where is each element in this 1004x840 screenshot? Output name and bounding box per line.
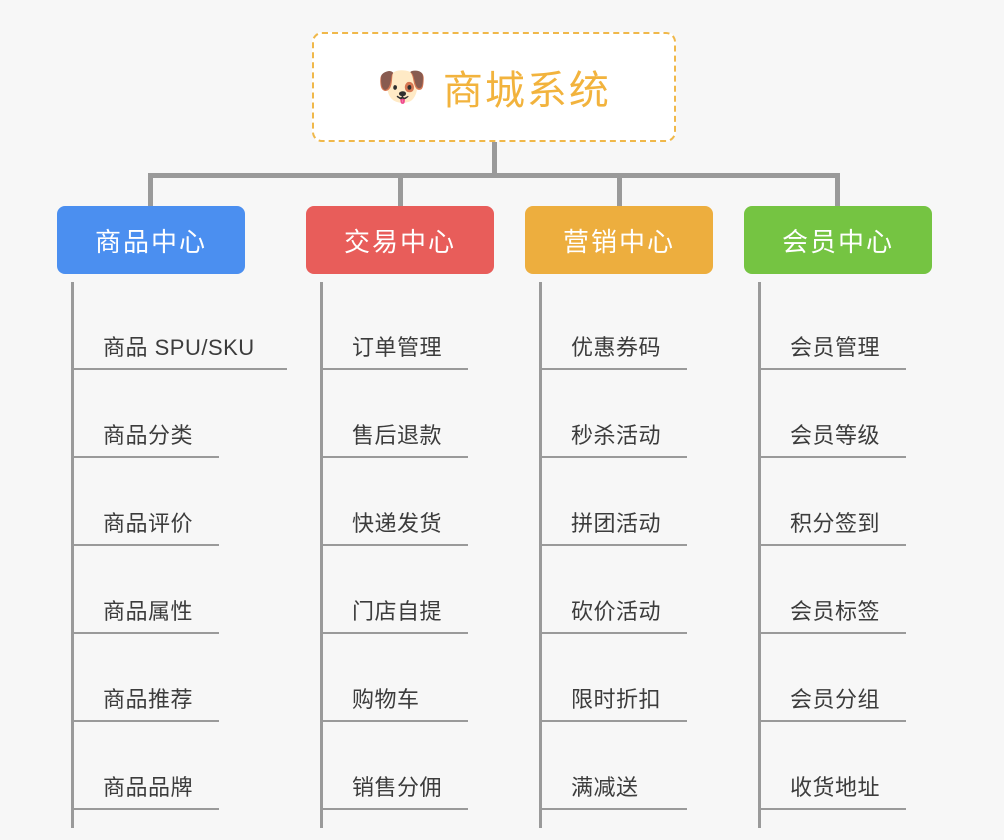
- leaf-label: 购物车: [352, 687, 420, 712]
- leaf-label: 优惠券码: [571, 335, 662, 360]
- column-spine-product-center: [71, 282, 74, 828]
- column-header-product-center[interactable]: 商品中心: [57, 206, 245, 274]
- leaf-label: 订单管理: [352, 335, 443, 360]
- list-item[interactable]: 售后退款: [320, 370, 468, 458]
- leaf-list-marketing-center: 优惠券码 秒杀活动 拼团活动 砍价活动 限时折扣 满减送: [539, 282, 713, 810]
- connector-drop-product-center: [148, 173, 153, 206]
- leaf-label: 商品 SPU/SKU: [103, 335, 255, 360]
- column-header-marketing-center[interactable]: 营销中心: [525, 206, 713, 274]
- root-node-title: 商城系统: [442, 69, 611, 113]
- list-item[interactable]: 收货地址: [758, 722, 906, 810]
- leaf-label: 会员标签: [790, 599, 881, 624]
- list-item[interactable]: 商品品牌: [71, 722, 219, 810]
- leaf-label: 拼团活动: [571, 511, 662, 536]
- leaf-label: 门店自提: [352, 599, 443, 624]
- leaf-label: 积分签到: [790, 511, 881, 536]
- leaf-label: 售后退款: [352, 423, 443, 448]
- column-spine-trade-center: [320, 282, 323, 828]
- list-item[interactable]: 会员管理: [758, 282, 906, 370]
- leaf-label: 满减送: [571, 775, 639, 800]
- connector-root-stem: [492, 142, 497, 176]
- connector-horizontal-bus: [150, 173, 840, 178]
- leaf-list-member-center: 会员管理 会员等级 积分签到 会员标签 会员分组 收货地址: [758, 282, 932, 810]
- list-item[interactable]: 购物车: [320, 634, 468, 722]
- list-item[interactable]: 限时折扣: [539, 634, 687, 722]
- column-header-trade-center[interactable]: 交易中心: [306, 206, 494, 274]
- list-item[interactable]: 拼团活动: [539, 458, 687, 546]
- column-product-center: 商品中心 商品 SPU/SKU 商品分类 商品评价 商品属性 商品推荐 商品品牌: [57, 206, 287, 828]
- list-item[interactable]: 订单管理: [320, 282, 468, 370]
- list-item[interactable]: 秒杀活动: [539, 370, 687, 458]
- connector-drop-member-center: [835, 173, 840, 206]
- leaf-label: 会员分组: [790, 687, 881, 712]
- list-item[interactable]: 商品属性: [71, 546, 219, 634]
- list-item[interactable]: 积分签到: [758, 458, 906, 546]
- column-member-center: 会员中心 会员管理 会员等级 积分签到 会员标签 会员分组 收货地址: [744, 206, 932, 828]
- leaf-label: 会员管理: [790, 335, 881, 360]
- leaf-label: 砍价活动: [571, 599, 662, 624]
- leaf-label: 秒杀活动: [571, 423, 662, 448]
- leaf-label: 商品分类: [103, 423, 194, 448]
- list-item[interactable]: 门店自提: [320, 546, 468, 634]
- leaf-label: 商品评价: [103, 511, 194, 536]
- leaf-label: 快递发货: [352, 511, 443, 536]
- list-item[interactable]: 砍价活动: [539, 546, 687, 634]
- connector-drop-trade-center: [398, 173, 403, 206]
- list-item[interactable]: 满减送: [539, 722, 687, 810]
- root-node-mall-system[interactable]: 🐶 商城系统: [312, 32, 676, 142]
- column-trade-center: 交易中心 订单管理 售后退款 快递发货 门店自提 购物车 销售分佣: [306, 206, 494, 828]
- column-header-member-center[interactable]: 会员中心: [744, 206, 932, 274]
- connector-drop-marketing-center: [617, 173, 622, 206]
- leaf-list-product-center: 商品 SPU/SKU 商品分类 商品评价 商品属性 商品推荐 商品品牌: [71, 282, 287, 810]
- leaf-label: 商品属性: [103, 599, 194, 624]
- column-spine-marketing-center: [539, 282, 542, 828]
- list-item[interactable]: 商品 SPU/SKU: [71, 282, 287, 370]
- leaf-list-trade-center: 订单管理 售后退款 快递发货 门店自提 购物车 销售分佣: [320, 282, 494, 810]
- list-item[interactable]: 会员标签: [758, 546, 906, 634]
- column-spine-member-center: [758, 282, 761, 828]
- leaf-label: 限时折扣: [571, 687, 662, 712]
- list-item[interactable]: 商品分类: [71, 370, 219, 458]
- leaf-label: 商品品牌: [103, 775, 194, 800]
- list-item[interactable]: 销售分佣: [320, 722, 468, 810]
- leaf-label: 会员等级: [790, 423, 881, 448]
- leaf-label: 商品推荐: [103, 687, 194, 712]
- list-item[interactable]: 会员等级: [758, 370, 906, 458]
- leaf-label: 收货地址: [790, 775, 881, 800]
- list-item[interactable]: 优惠券码: [539, 282, 687, 370]
- list-item[interactable]: 商品评价: [71, 458, 219, 546]
- list-item[interactable]: 商品推荐: [71, 634, 219, 722]
- leaf-label: 销售分佣: [352, 775, 443, 800]
- list-item[interactable]: 会员分组: [758, 634, 906, 722]
- column-marketing-center: 营销中心 优惠券码 秒杀活动 拼团活动 砍价活动 限时折扣 满减送: [525, 206, 713, 828]
- list-item[interactable]: 快递发货: [320, 458, 468, 546]
- shiba-dog-face-icon: 🐶: [377, 65, 427, 109]
